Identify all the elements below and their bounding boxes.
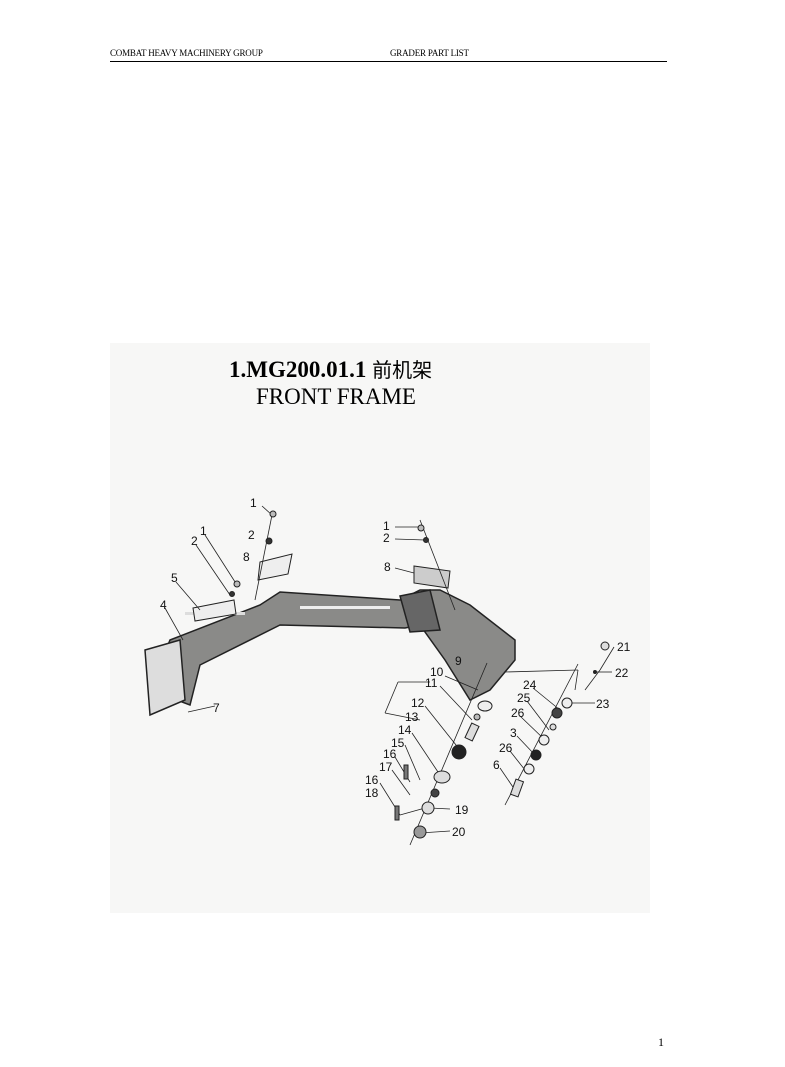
callout-label: 2 — [248, 528, 255, 542]
callout-label: 1 — [250, 496, 257, 510]
callout-label: 8 — [243, 550, 250, 564]
callout-label: 17 — [379, 760, 393, 774]
header-company: COMBAT HEAVY MACHINERY GROUP — [110, 48, 263, 58]
callout-label: 26 — [499, 741, 513, 755]
callout-label: 11 — [425, 676, 438, 690]
callout-label: 4 — [160, 598, 167, 612]
plates — [192, 553, 451, 622]
callout-label: 1 — [383, 519, 390, 533]
callout-label: 5 — [171, 571, 178, 585]
callout-label: 25 — [517, 691, 531, 705]
callout-label: 14 — [398, 723, 412, 737]
header-doc-title: GRADER PART LIST — [390, 48, 469, 58]
callout-label: 2 — [383, 531, 390, 545]
callout-label: 6 — [493, 758, 500, 772]
callout-label: 10 — [430, 665, 444, 679]
callout-label: 16 — [383, 747, 397, 761]
callout-label: 7 — [213, 701, 220, 715]
callout-label: 1 — [200, 524, 207, 538]
callout-label: 15 — [391, 736, 405, 750]
leader-lines — [164, 505, 615, 846]
callout-label: 12 — [411, 696, 425, 710]
callout-label: 19 — [455, 803, 469, 817]
callout-label: 3 — [510, 726, 517, 740]
page-number: 1 — [658, 1035, 664, 1049]
figure-title: 1.MG200.01.1 前机架 — [229, 354, 432, 383]
callout-label: 13 — [405, 710, 419, 724]
frame-body — [144, 589, 516, 717]
small-parts — [229, 510, 610, 839]
figure-title-en: FRONT FRAME — [256, 384, 416, 409]
callout-label: 22 — [615, 666, 629, 680]
callout-labels: 1 2 8 1 2 5 4 7 1 2 8 9 10 11 12 13 14 1… — [160, 496, 631, 839]
callout-label: 18 — [365, 786, 379, 800]
callout-label: 16 — [365, 773, 379, 787]
callout-label: 21 — [617, 640, 631, 654]
callout-label: 2 — [191, 534, 198, 548]
figure-code: 1.MG200.01.1 — [229, 357, 367, 382]
callout-label: 26 — [511, 706, 525, 720]
callout-label: 24 — [523, 678, 537, 692]
header-rule — [110, 61, 667, 62]
figure-title-cn: 前机架 — [372, 358, 433, 382]
callout-label: 8 — [384, 560, 391, 574]
callout-label: 23 — [596, 697, 610, 711]
callout-label: 20 — [452, 825, 466, 839]
callout-label: 9 — [455, 654, 462, 668]
